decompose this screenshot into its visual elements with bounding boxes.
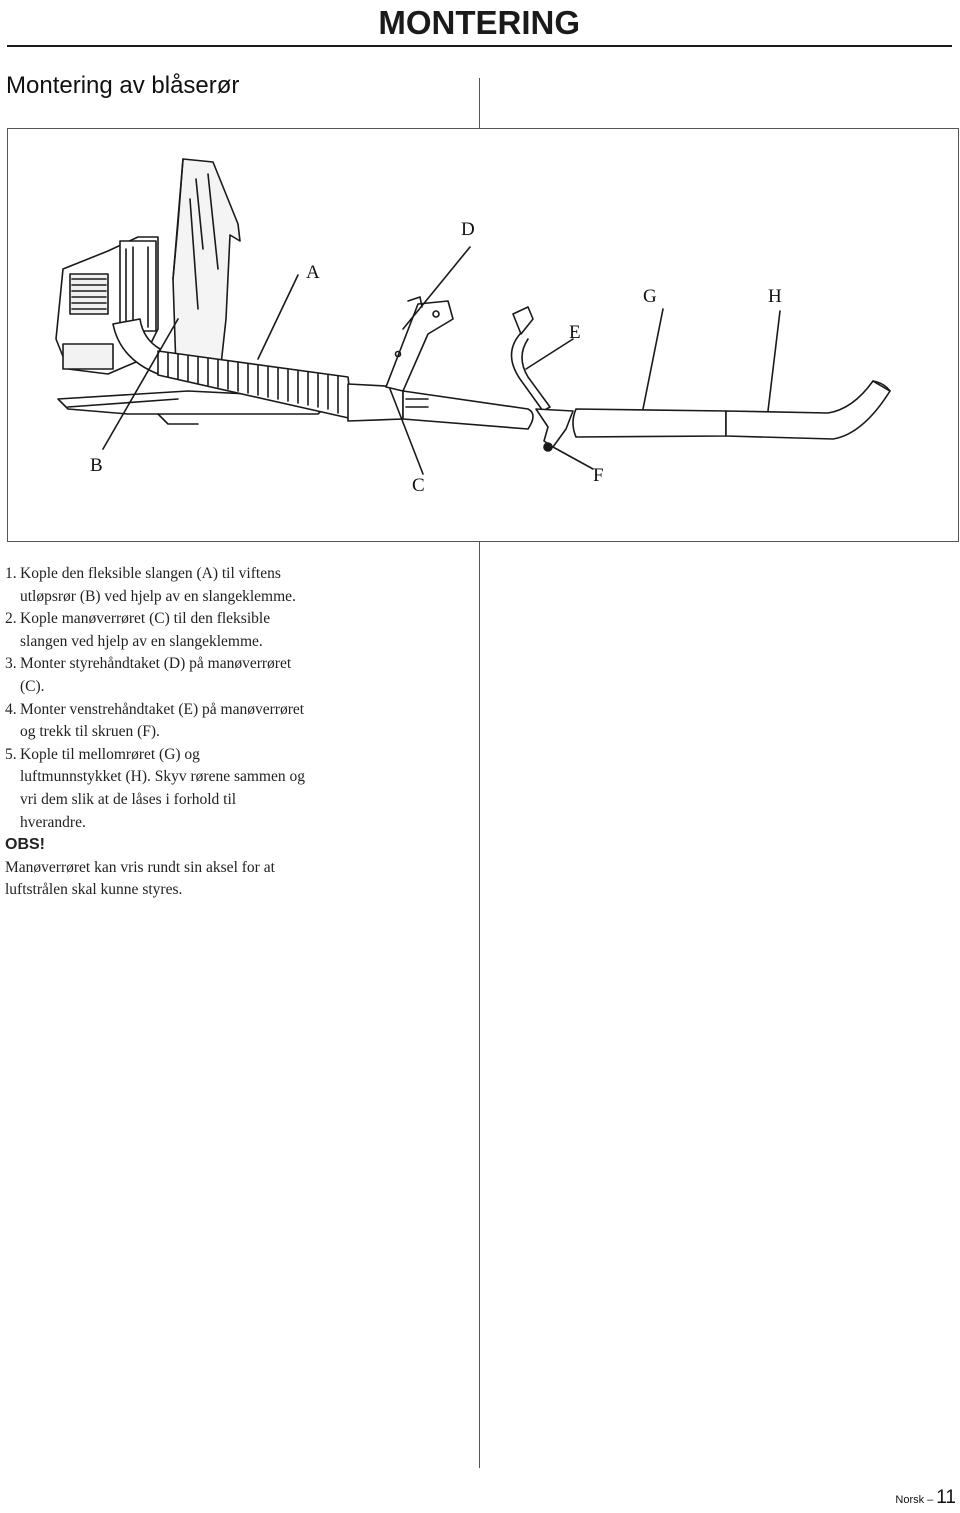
step-text: Kople til mellomrøret (G) og luftmunnsty… bbox=[20, 745, 305, 831]
note-text: Manøverrøret kan vris rundt sin aksel fo… bbox=[5, 858, 275, 899]
leader-a bbox=[257, 274, 299, 360]
step-text: Monter venstrehåndtaket (E) på manøverrø… bbox=[20, 700, 305, 741]
instruction-step: 3. Monter styrehåndtaket (D) på manøverr… bbox=[5, 653, 305, 698]
control-tube-main bbox=[402, 390, 534, 430]
footer-dash: – bbox=[927, 1494, 934, 1506]
harness-bag bbox=[172, 158, 241, 380]
page-number: 11 bbox=[936, 1487, 956, 1508]
column-divider-top bbox=[479, 78, 480, 128]
air-nozzle bbox=[725, 380, 891, 440]
label-b: B bbox=[90, 455, 103, 476]
footer-language: Norsk bbox=[895, 1494, 925, 1506]
leader-b bbox=[102, 318, 179, 450]
leader-d bbox=[402, 246, 471, 330]
section-title: Montering av blåserør bbox=[6, 72, 240, 99]
label-a: A bbox=[306, 262, 320, 283]
leader-h bbox=[767, 310, 781, 412]
step-text: Kople den fleksible slangen (A) til vift… bbox=[20, 565, 296, 605]
step-number: 5. bbox=[5, 745, 17, 763]
label-g: G bbox=[643, 286, 657, 307]
step-number: 1. bbox=[5, 565, 17, 582]
step-number: 3. bbox=[5, 655, 17, 673]
page-footer: Norsk–11 bbox=[895, 1487, 956, 1509]
left-handle bbox=[512, 306, 534, 335]
throttle-handle bbox=[385, 300, 454, 392]
label-e: E bbox=[569, 322, 581, 343]
column-divider bbox=[479, 542, 480, 1468]
step-number: 2. bbox=[5, 610, 17, 628]
label-c: C bbox=[412, 475, 425, 496]
leader-c bbox=[389, 388, 424, 475]
instruction-step: 1. Kople den fleksible slangen (A) til v… bbox=[5, 563, 305, 608]
step-text: Kople manøverrøret (C) til den fleksible… bbox=[20, 610, 271, 650]
instruction-step: 4. Monter venstrehåndtaket (E) på manøve… bbox=[5, 699, 305, 744]
leader-g bbox=[642, 308, 664, 410]
instruction-step: 2. Kople manøverrøret (C) til den fleksi… bbox=[5, 608, 305, 653]
step-text: Monter styrehåndtaket (D) på manøverrøre… bbox=[20, 655, 292, 695]
mid-tube bbox=[572, 408, 727, 438]
label-h: H bbox=[768, 286, 782, 307]
leader-f bbox=[552, 446, 594, 470]
label-d: D bbox=[461, 219, 475, 240]
blower-assembly-drawing bbox=[55, 158, 891, 475]
step-number: 4. bbox=[5, 700, 17, 718]
instruction-step: 5. Kople til mellomrøret (G) og luftmunn… bbox=[5, 744, 305, 834]
instructions: 1. Kople den fleksible slangen (A) til v… bbox=[5, 563, 305, 902]
assembly-illustration: A B C D E F G H bbox=[7, 128, 959, 542]
label-f: F bbox=[593, 465, 604, 486]
leader-e bbox=[525, 338, 574, 370]
page-header-title: MONTERING bbox=[378, 4, 580, 41]
note-title: OBS! bbox=[5, 836, 45, 854]
header-rule bbox=[7, 45, 952, 47]
